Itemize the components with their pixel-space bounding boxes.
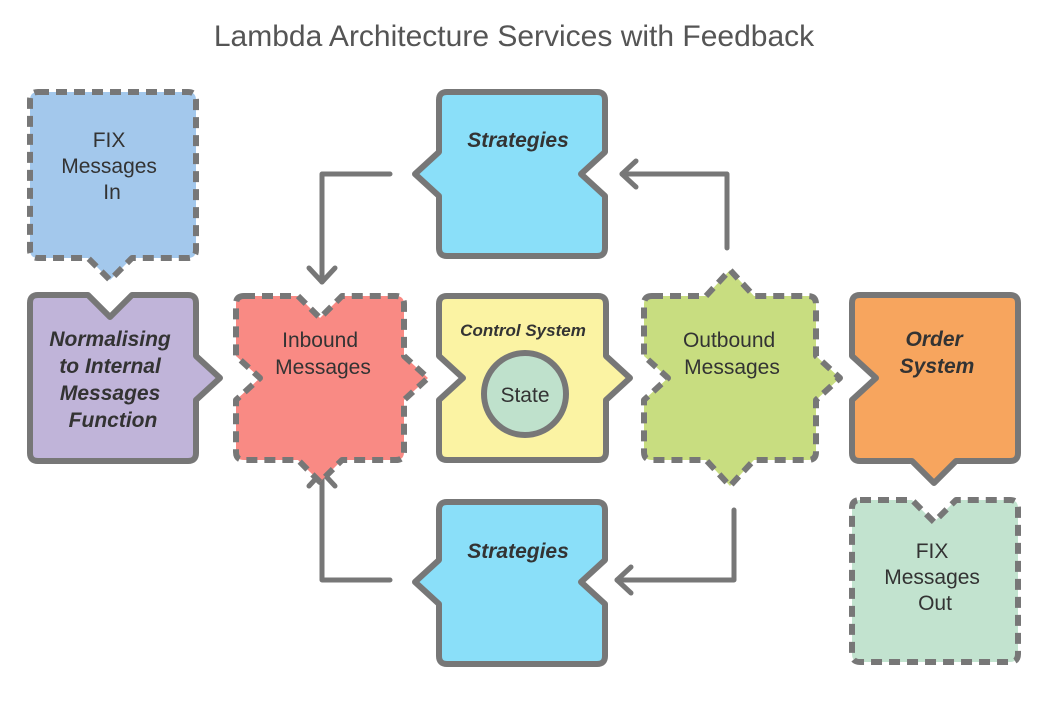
control-system-node: Control System State bbox=[436, 293, 633, 463]
feedback-arrow-top bbox=[619, 158, 730, 251]
normalising-line-1: Normalising bbox=[49, 328, 171, 351]
outbound-line-1: Outbound bbox=[683, 329, 775, 352]
strategies-top-node: Strategies bbox=[412, 89, 608, 259]
strategies-bottom-shape bbox=[412, 499, 608, 667]
fix-in-line-1: FIX bbox=[93, 129, 126, 152]
outbound-messages-node: Outbound Messages bbox=[641, 267, 843, 489]
normalising-node: Normalising to Internal Messages Functio… bbox=[27, 292, 223, 464]
strategies-bottom-label: Strategies bbox=[467, 540, 569, 563]
fix-messages-in-node: FIX Messages In bbox=[27, 89, 199, 283]
order-line-2: System bbox=[900, 355, 975, 378]
svg-text:Outbound Messages: Outbound Messages bbox=[683, 329, 781, 379]
normalising-shape bbox=[27, 292, 223, 464]
inbound-line-1: Inbound bbox=[282, 329, 358, 352]
fix-messages-out-shape bbox=[849, 497, 1021, 665]
feedback-arrow-bottom bbox=[614, 507, 737, 596]
feedback-arrow-bottom-left bbox=[306, 469, 393, 583]
feedback-arrow-top-left bbox=[306, 171, 393, 285]
svg-text:Order System: Order System bbox=[900, 328, 975, 378]
control-system-label: Control System bbox=[460, 321, 586, 340]
fix-out-line-3: Out bbox=[918, 592, 952, 615]
outbound-line-2: Messages bbox=[684, 356, 780, 379]
strategies-top-label: Strategies bbox=[467, 129, 569, 152]
strategies-bottom-node: Strategies bbox=[412, 499, 608, 667]
state-label: State bbox=[500, 384, 549, 407]
order-system-node: Order System bbox=[849, 292, 1021, 486]
fix-out-line-2: Messages bbox=[884, 566, 980, 589]
order-system-shape bbox=[849, 292, 1021, 486]
svg-text:FIX Messages Out: FIX Messages Out bbox=[884, 540, 986, 615]
normalising-line-2: to Internal bbox=[59, 355, 162, 378]
normalising-line-4: Function bbox=[69, 409, 158, 432]
outbound-messages-shape bbox=[641, 267, 843, 489]
inbound-line-2: Messages bbox=[275, 356, 371, 379]
state-circle bbox=[481, 350, 569, 438]
svg-text:FIX Messages In: FIX Messages In bbox=[61, 129, 163, 204]
strategies-top-shape bbox=[412, 89, 608, 259]
fix-in-line-3: In bbox=[103, 181, 121, 204]
svg-text:Normalising to Internal: Normalising to Internal Messages Functio… bbox=[49, 328, 176, 432]
inbound-messages-node: Inbound Messages bbox=[233, 293, 431, 485]
fix-out-line-1: FIX bbox=[916, 540, 949, 563]
diagram-title: Lambda Architecture Services with Feedba… bbox=[214, 20, 815, 53]
fix-messages-in-shape bbox=[27, 89, 199, 283]
inbound-messages-shape bbox=[233, 293, 431, 485]
fix-in-line-2: Messages bbox=[61, 155, 157, 178]
svg-text:Inbound Messages: Inbound Messages bbox=[275, 329, 371, 379]
normalising-line-3: Messages bbox=[60, 382, 160, 405]
order-line-1: Order bbox=[905, 328, 964, 351]
fix-messages-out-node: FIX Messages Out bbox=[849, 497, 1021, 665]
